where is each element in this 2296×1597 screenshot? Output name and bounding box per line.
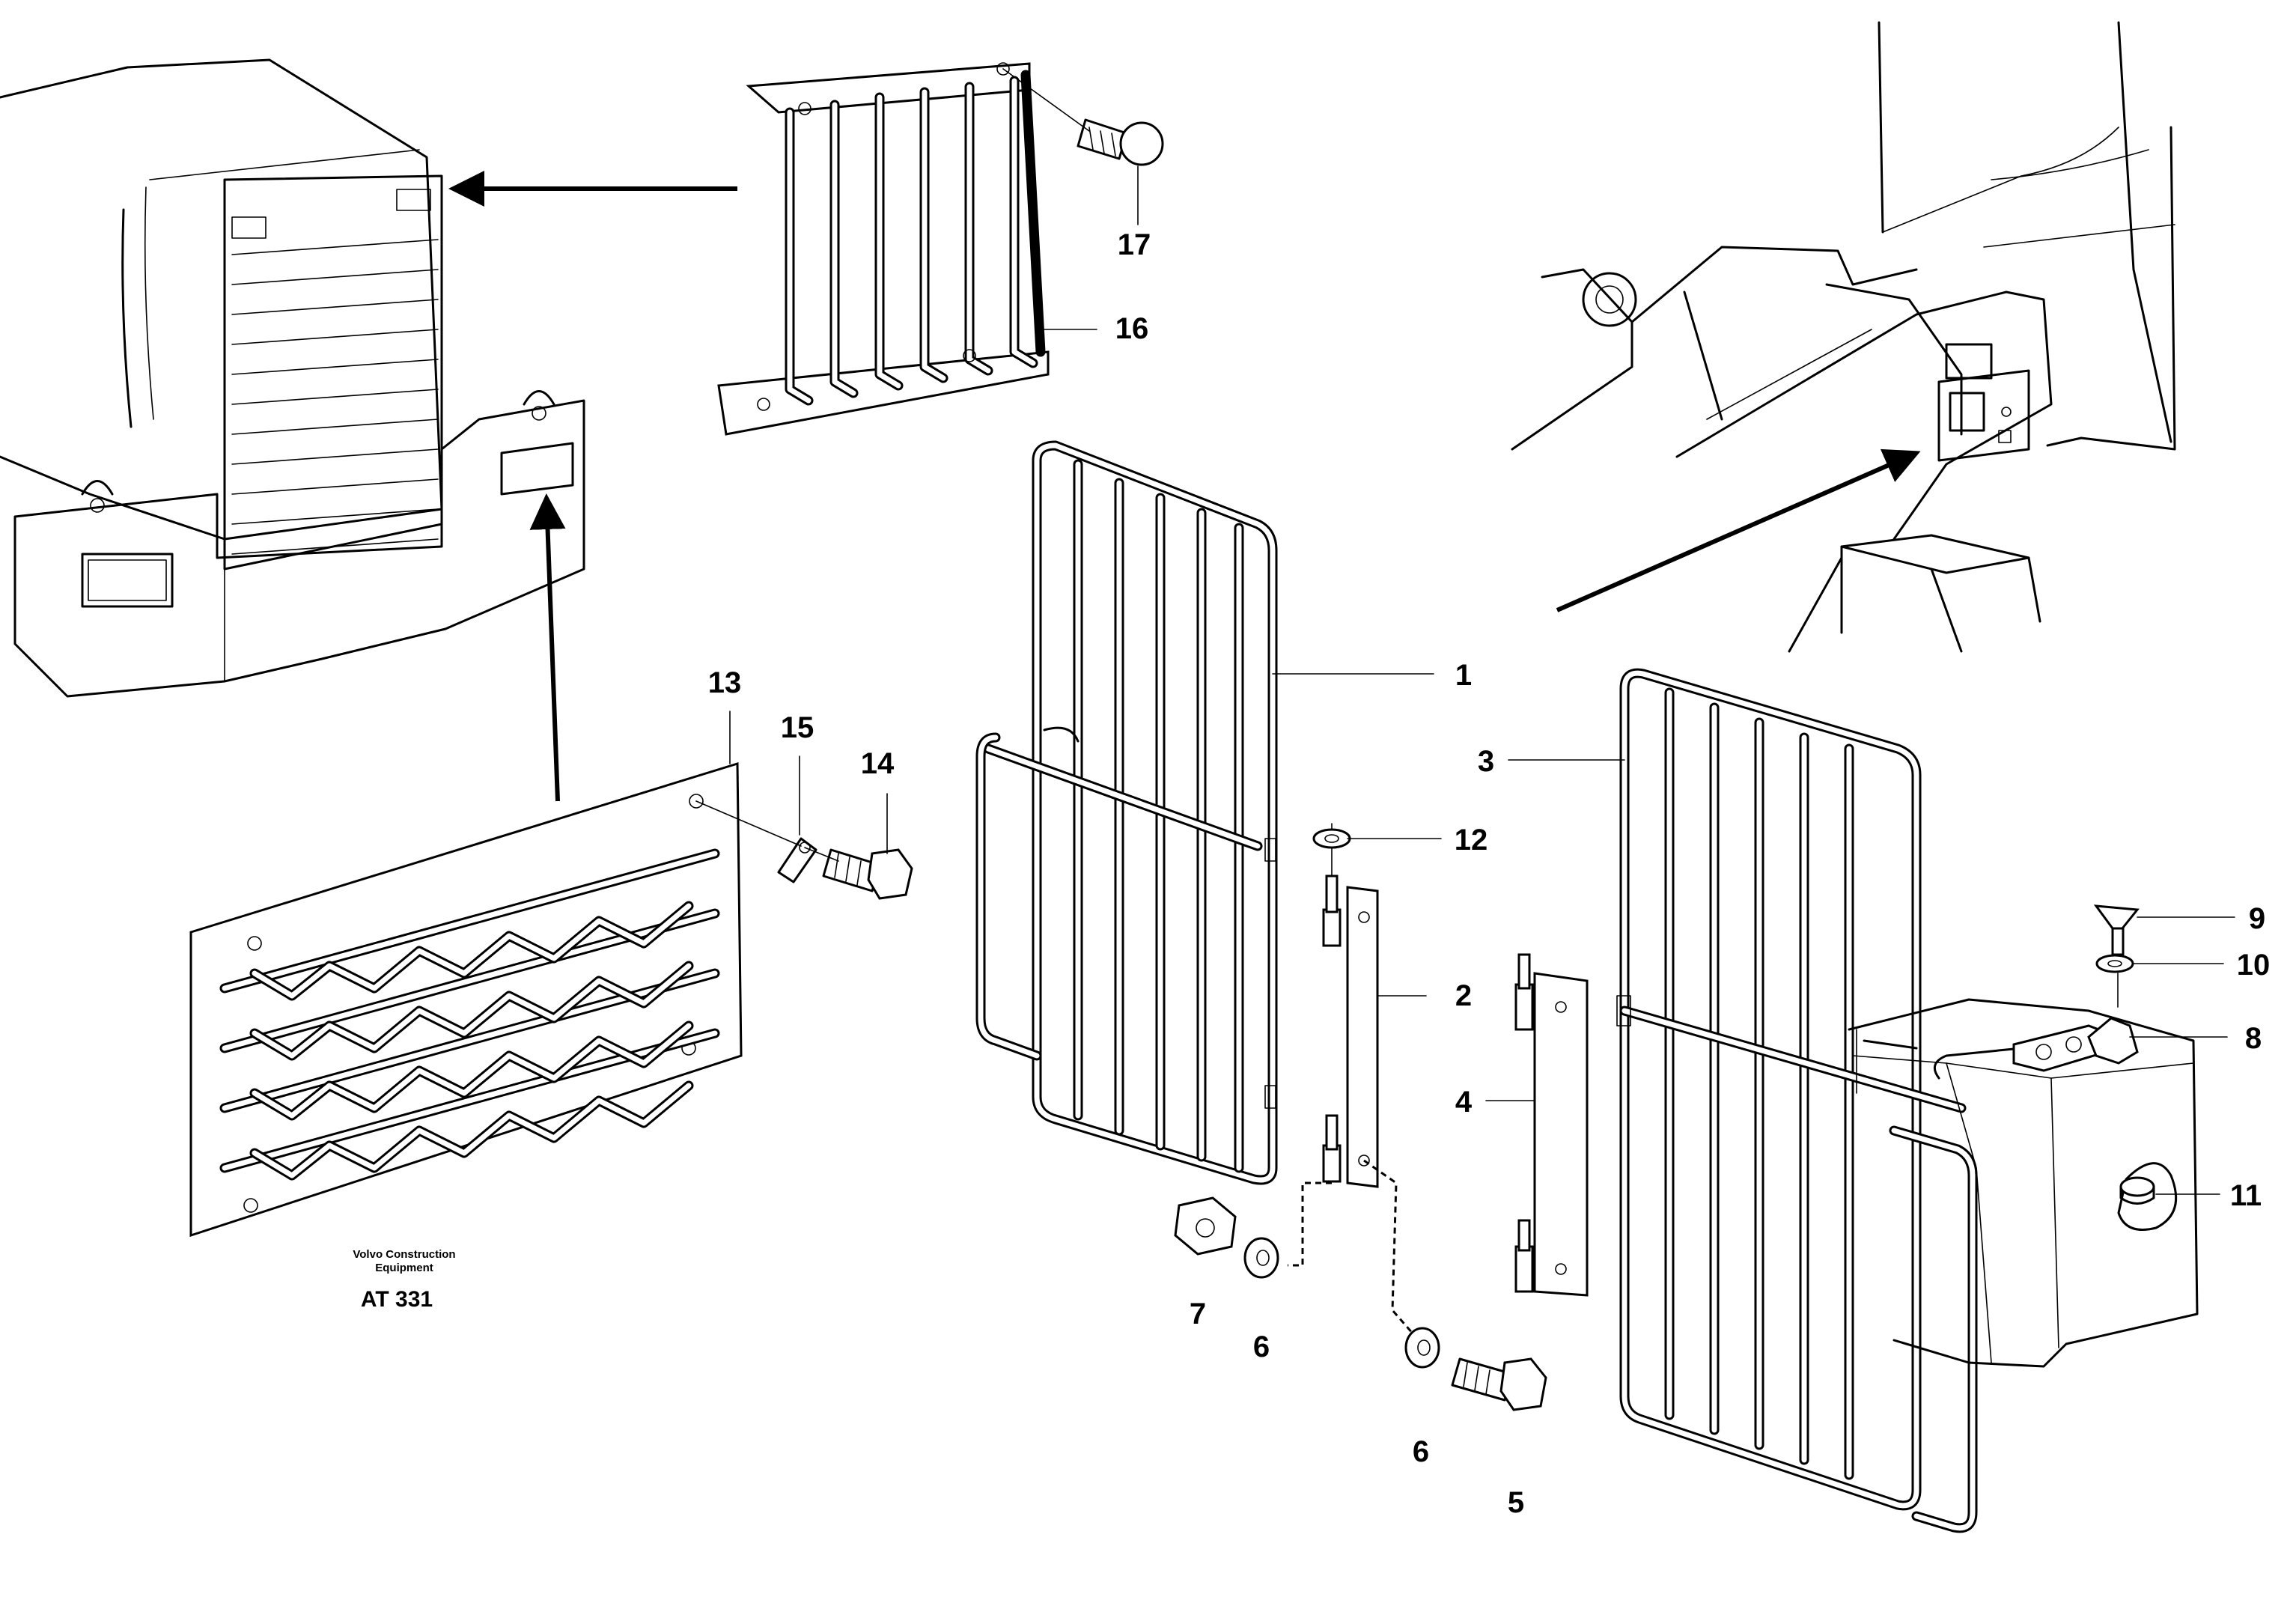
maker-line-2: Equipment xyxy=(375,1262,433,1274)
hinge-part-4 xyxy=(1514,953,1589,1297)
callout-3: 3 xyxy=(1478,745,1494,778)
arrow-panel-to-counterweight xyxy=(529,493,566,802)
latch-part-8 xyxy=(1933,1017,2139,1080)
drawing-code: AT 331 xyxy=(361,1287,433,1312)
callout-5: 5 xyxy=(1508,1486,1524,1519)
callout-4: 4 xyxy=(1455,1086,1473,1119)
arrow-to-light xyxy=(1556,448,1921,612)
washer-part-12 xyxy=(1312,828,1351,849)
screw-part-9 xyxy=(2093,904,2140,1008)
callout-10: 10 xyxy=(2237,949,2271,982)
assembly-line-right xyxy=(1363,1159,1420,1341)
counterweight xyxy=(13,390,585,698)
nut-part-11 xyxy=(2119,1176,2155,1205)
washer-part-6-right xyxy=(1404,1327,1440,1369)
assembly-line-left xyxy=(1288,1181,1332,1267)
callout-13: 13 xyxy=(708,666,742,699)
callout-8: 8 xyxy=(2245,1022,2262,1055)
nut-part-7 xyxy=(1174,1196,1237,1256)
callout-6-left: 6 xyxy=(1253,1330,1270,1363)
washer-part-15 xyxy=(695,800,817,883)
callout-11: 11 xyxy=(2230,1179,2262,1212)
callout-9: 9 xyxy=(2249,902,2265,935)
footer: Volvo Construction Equipment AT 331 xyxy=(353,1248,455,1312)
callout-2: 2 xyxy=(1455,979,1472,1012)
callout-7: 7 xyxy=(1190,1298,1206,1330)
callouts: 1 2 3 4 5 6 6 7 8 9 10 11 12 13 14 15 16… xyxy=(708,228,2271,1519)
callout-17: 17 xyxy=(1118,228,1151,261)
callout-16: 16 xyxy=(1115,312,1149,345)
hinge-part-2 xyxy=(1322,823,1379,1188)
screw-part-5 xyxy=(1451,1357,1547,1411)
radiator-grille xyxy=(231,189,439,555)
guard-part-3 xyxy=(1616,668,1978,1533)
keyhole-cover xyxy=(2117,1162,2178,1231)
machine-rear-view xyxy=(0,58,585,698)
callout-1: 1 xyxy=(1455,659,1472,692)
panel-part-13 xyxy=(189,761,743,1238)
washer-part-6-left xyxy=(1243,1237,1279,1279)
callout-12: 12 xyxy=(1455,824,1488,857)
callout-15: 15 xyxy=(781,711,814,744)
leader-lines xyxy=(729,165,2235,1195)
callout-14: 14 xyxy=(861,747,895,780)
grille-part-16 xyxy=(717,62,1050,436)
hex-mesh xyxy=(219,848,720,1181)
screw-part-17 xyxy=(1002,68,1164,166)
toolbox xyxy=(1848,998,2199,1368)
washer-part-10 xyxy=(2095,954,2134,973)
loader-front-view xyxy=(1511,21,2176,653)
callout-6-right: 6 xyxy=(1413,1435,1429,1468)
maker-line-1: Volvo Construction xyxy=(353,1248,455,1261)
screw-part-14 xyxy=(804,847,913,900)
guard-part-1 xyxy=(975,440,1278,1185)
grille-16-bars xyxy=(785,70,1046,406)
